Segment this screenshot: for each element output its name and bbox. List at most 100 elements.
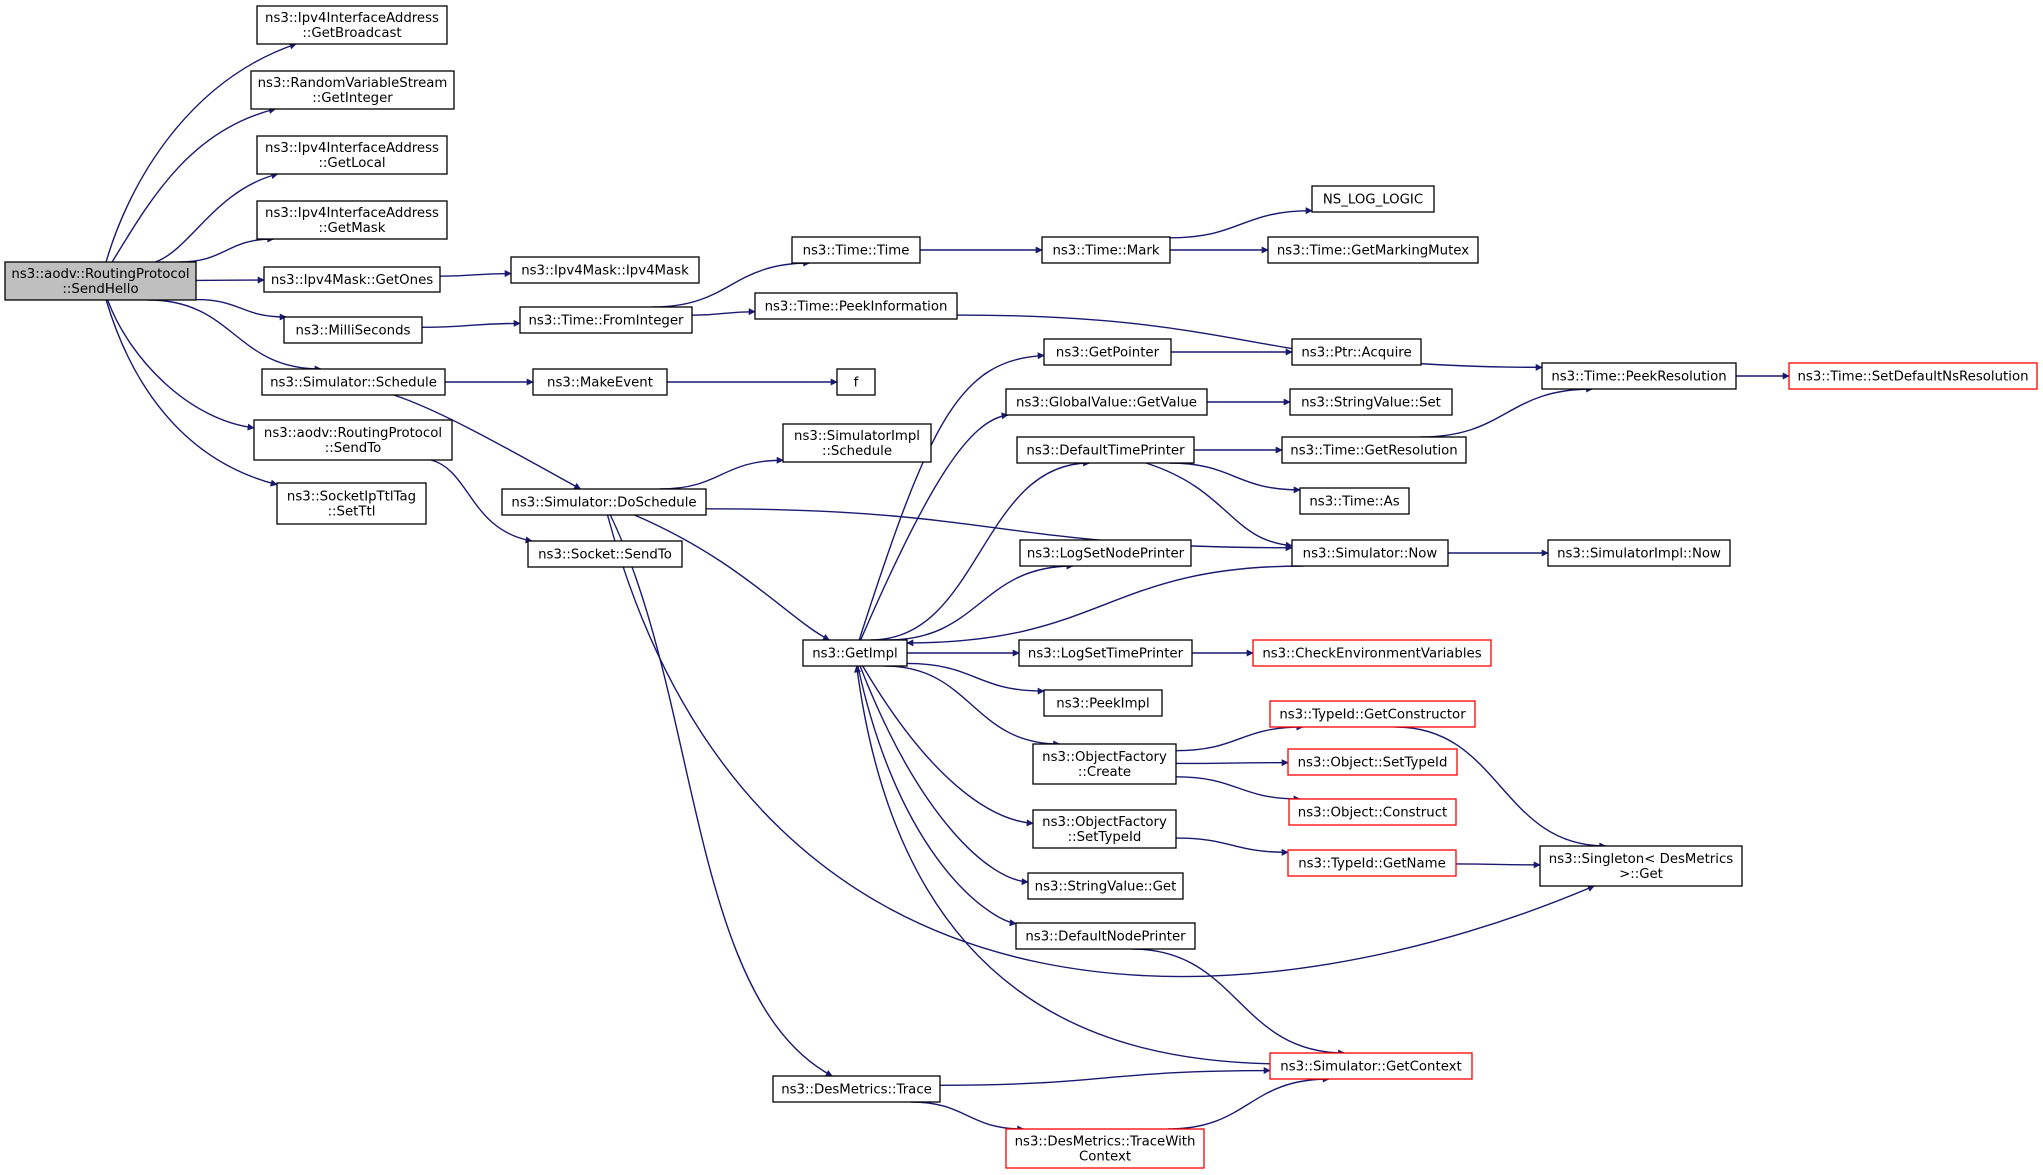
node-socketSendTo[interactable]: ns3::Socket::SendTo: [527, 540, 683, 568]
node-milliSeconds[interactable]: ns3::MilliSeconds: [283, 316, 423, 344]
node-label: ns3::Ipv4Mask::GetOnes: [271, 273, 433, 288]
node-label: ns3::Socket::SendTo: [538, 548, 672, 563]
node-root[interactable]: ns3::aodv::RoutingProtocol::SendHello: [4, 261, 197, 301]
node-getInteger[interactable]: ns3::RandomVariableStream::GetInteger: [250, 70, 455, 110]
edge-root-to-getBroadcast: [105, 42, 297, 263]
node-label: ns3::SocketIpTtlTag: [287, 490, 416, 505]
node-timeMark[interactable]: ns3::Time::Mark: [1041, 236, 1171, 264]
edges: [105, 42, 1790, 1133]
node-nsLogLogic[interactable]: NS_LOG_LOGIC: [1311, 185, 1435, 213]
node-implNow[interactable]: ns3::SimulatorImpl::Now: [1547, 539, 1731, 567]
node-sendTo[interactable]: ns3::aodv::RoutingProtocol::SendTo: [253, 419, 453, 461]
node-defaultTimePrinter[interactable]: ns3::DefaultTimePrinter: [1016, 436, 1195, 464]
node-box: [1288, 798, 1457, 826]
node-label: ns3::Simulator::GetContext: [1280, 1060, 1461, 1075]
node-label: ns3::CheckEnvironmentVariables: [1262, 647, 1481, 662]
node-label: ns3::Time::Time: [803, 244, 910, 259]
node-stringValueGet[interactable]: ns3::StringValue::Get: [1027, 872, 1184, 900]
node-getMask[interactable]: ns3::Ipv4InterfaceAddress::GetMask: [256, 200, 448, 240]
node-box: [754, 292, 958, 320]
node-label: ::GetInteger: [312, 91, 393, 106]
node-singletonGet[interactable]: ns3::Singleton< DesMetrics >::Get: [1539, 845, 1743, 887]
node-logSetTimePrinter[interactable]: ns3::LogSetTimePrinter: [1018, 639, 1193, 667]
node-getPointer[interactable]: ns3::GetPointer: [1043, 338, 1172, 366]
node-setTtl[interactable]: ns3::SocketIpTtlTag::SetTtl: [276, 482, 427, 525]
edge-defaultTimePrinter-to-simNow: [1145, 462, 1293, 549]
edge-root-to-getLocal: [155, 172, 279, 263]
node-setDefaultNsResolution[interactable]: ns3::Time::SetDefaultNsResolution: [1788, 362, 2038, 390]
node-makeEvent[interactable]: ns3::MakeEvent: [532, 368, 668, 396]
node-label: >::Get: [1619, 867, 1663, 882]
node-label: ns3::LogSetTimePrinter: [1028, 647, 1184, 662]
edge-doSchedule-to-getImpl: [634, 514, 831, 641]
node-ofCreate[interactable]: ns3::ObjectFactory::Create: [1032, 743, 1177, 785]
node-ptrAcquire[interactable]: ns3::Ptr::Acquire: [1291, 338, 1422, 366]
node-label: ns3::GetImpl: [812, 647, 897, 662]
node-getConstructor[interactable]: ns3::TypeId::GetConstructor: [1269, 700, 1476, 728]
node-box: [1032, 809, 1177, 849]
node-getResolution[interactable]: ns3::Time::GetResolution: [1281, 436, 1467, 464]
node-stringValueSet[interactable]: ns3::StringValue::Set: [1289, 388, 1453, 416]
node-doSchedule[interactable]: ns3::Simulator::DoSchedule: [501, 488, 707, 516]
node-label: NS_LOG_LOGIC: [1323, 193, 1423, 208]
node-box: [1287, 849, 1457, 877]
node-label: ns3::MilliSeconds: [296, 324, 411, 339]
node-defaultNodePrinter[interactable]: ns3::DefaultNodePrinter: [1015, 922, 1196, 950]
node-desTrace[interactable]: ns3::DesMetrics::Trace: [772, 1075, 941, 1103]
node-box: [510, 256, 700, 284]
node-label: ::Schedule: [822, 444, 892, 459]
node-box: [1005, 1128, 1205, 1169]
node-peekImpl[interactable]: ns3::PeekImpl: [1043, 689, 1163, 717]
node-getOnes[interactable]: ns3::Ipv4Mask::GetOnes: [263, 266, 441, 293]
edge-doSchedule-to-singletonGet: [606, 514, 1595, 978]
node-label: ::GetMask: [319, 221, 386, 236]
node-objConstruct[interactable]: ns3::Object::Construct: [1288, 798, 1457, 826]
edge-root-to-milliSeconds: [195, 298, 287, 321]
node-timeTime[interactable]: ns3::Time::Time: [791, 236, 921, 264]
node-implSchedule[interactable]: ns3::SimulatorImpl::Schedule: [782, 423, 932, 463]
edge-root-to-getMask: [178, 235, 275, 263]
node-timeAs[interactable]: ns3::Time::As: [1299, 487, 1410, 515]
node-simNow[interactable]: ns3::Simulator::Now: [1291, 539, 1449, 567]
node-getLocal[interactable]: ns3::Ipv4InterfaceAddress::GetLocal: [256, 135, 448, 175]
node-getMarkingMutex[interactable]: ns3::Time::GetMarkingMutex: [1267, 236, 1479, 264]
node-label: ns3::Simulator::Schedule: [270, 376, 437, 391]
node-label: ns3::GlobalValue::GetValue: [1016, 396, 1197, 411]
node-typeIdGetName[interactable]: ns3::TypeId::GetName: [1287, 849, 1457, 877]
node-box: [276, 482, 427, 525]
node-peekResolution[interactable]: ns3::Time::PeekResolution: [1541, 362, 1737, 390]
node-label: ns3::aodv::RoutingProtocol: [11, 267, 189, 282]
node-peekInformation[interactable]: ns3::Time::PeekInformation: [754, 292, 958, 320]
node-box: [836, 368, 876, 396]
node-f[interactable]: f: [836, 368, 876, 396]
node-box: [250, 70, 455, 110]
edge-getImpl-to-ofCreate: [884, 665, 1061, 748]
edge-fromInteger-to-timeTime: [652, 259, 811, 308]
node-ipv4Mask[interactable]: ns3::Ipv4Mask::Ipv4Mask: [510, 256, 700, 284]
edge-getImpl-to-stringValueGet: [859, 665, 1029, 886]
node-globalGetValue[interactable]: ns3::GlobalValue::GetValue: [1005, 388, 1208, 416]
node-getContext[interactable]: ns3::Simulator::GetContext: [1269, 1052, 1473, 1080]
node-label: ns3::Time::As: [1309, 495, 1399, 510]
node-box: [1539, 845, 1743, 887]
node-ofSetTypeId[interactable]: ns3::ObjectFactory::SetTypeId: [1032, 809, 1177, 849]
node-getImpl[interactable]: ns3::GetImpl: [802, 639, 908, 667]
node-fromInteger[interactable]: ns3::Time::FromInteger: [519, 306, 693, 334]
node-checkEnv[interactable]: ns3::CheckEnvironmentVariables: [1252, 639, 1492, 667]
node-logSetNodePrinter[interactable]: ns3::LogSetNodePrinter: [1019, 539, 1192, 567]
node-label: ns3::Simulator::DoSchedule: [511, 496, 696, 511]
node-label: ns3::Ipv4InterfaceAddress: [265, 141, 439, 156]
node-box: [1032, 743, 1177, 785]
node-getBroadcast[interactable]: ns3::Ipv4InterfaceAddress::GetBroadcast: [256, 5, 448, 45]
node-label: ::SendTo: [325, 441, 381, 456]
node-label: f: [854, 376, 859, 391]
node-simSchedule[interactable]: ns3::Simulator::Schedule: [261, 368, 446, 396]
node-box: [1311, 185, 1435, 213]
node-objSetTypeId[interactable]: ns3::Object::SetTypeId: [1287, 748, 1458, 776]
node-label: ns3::DefaultTimePrinter: [1026, 444, 1185, 459]
node-box: [519, 306, 693, 334]
node-label: ns3::Time::GetMarkingMutex: [1277, 244, 1469, 259]
edge-sendTo-to-socketSendTo: [430, 459, 533, 544]
